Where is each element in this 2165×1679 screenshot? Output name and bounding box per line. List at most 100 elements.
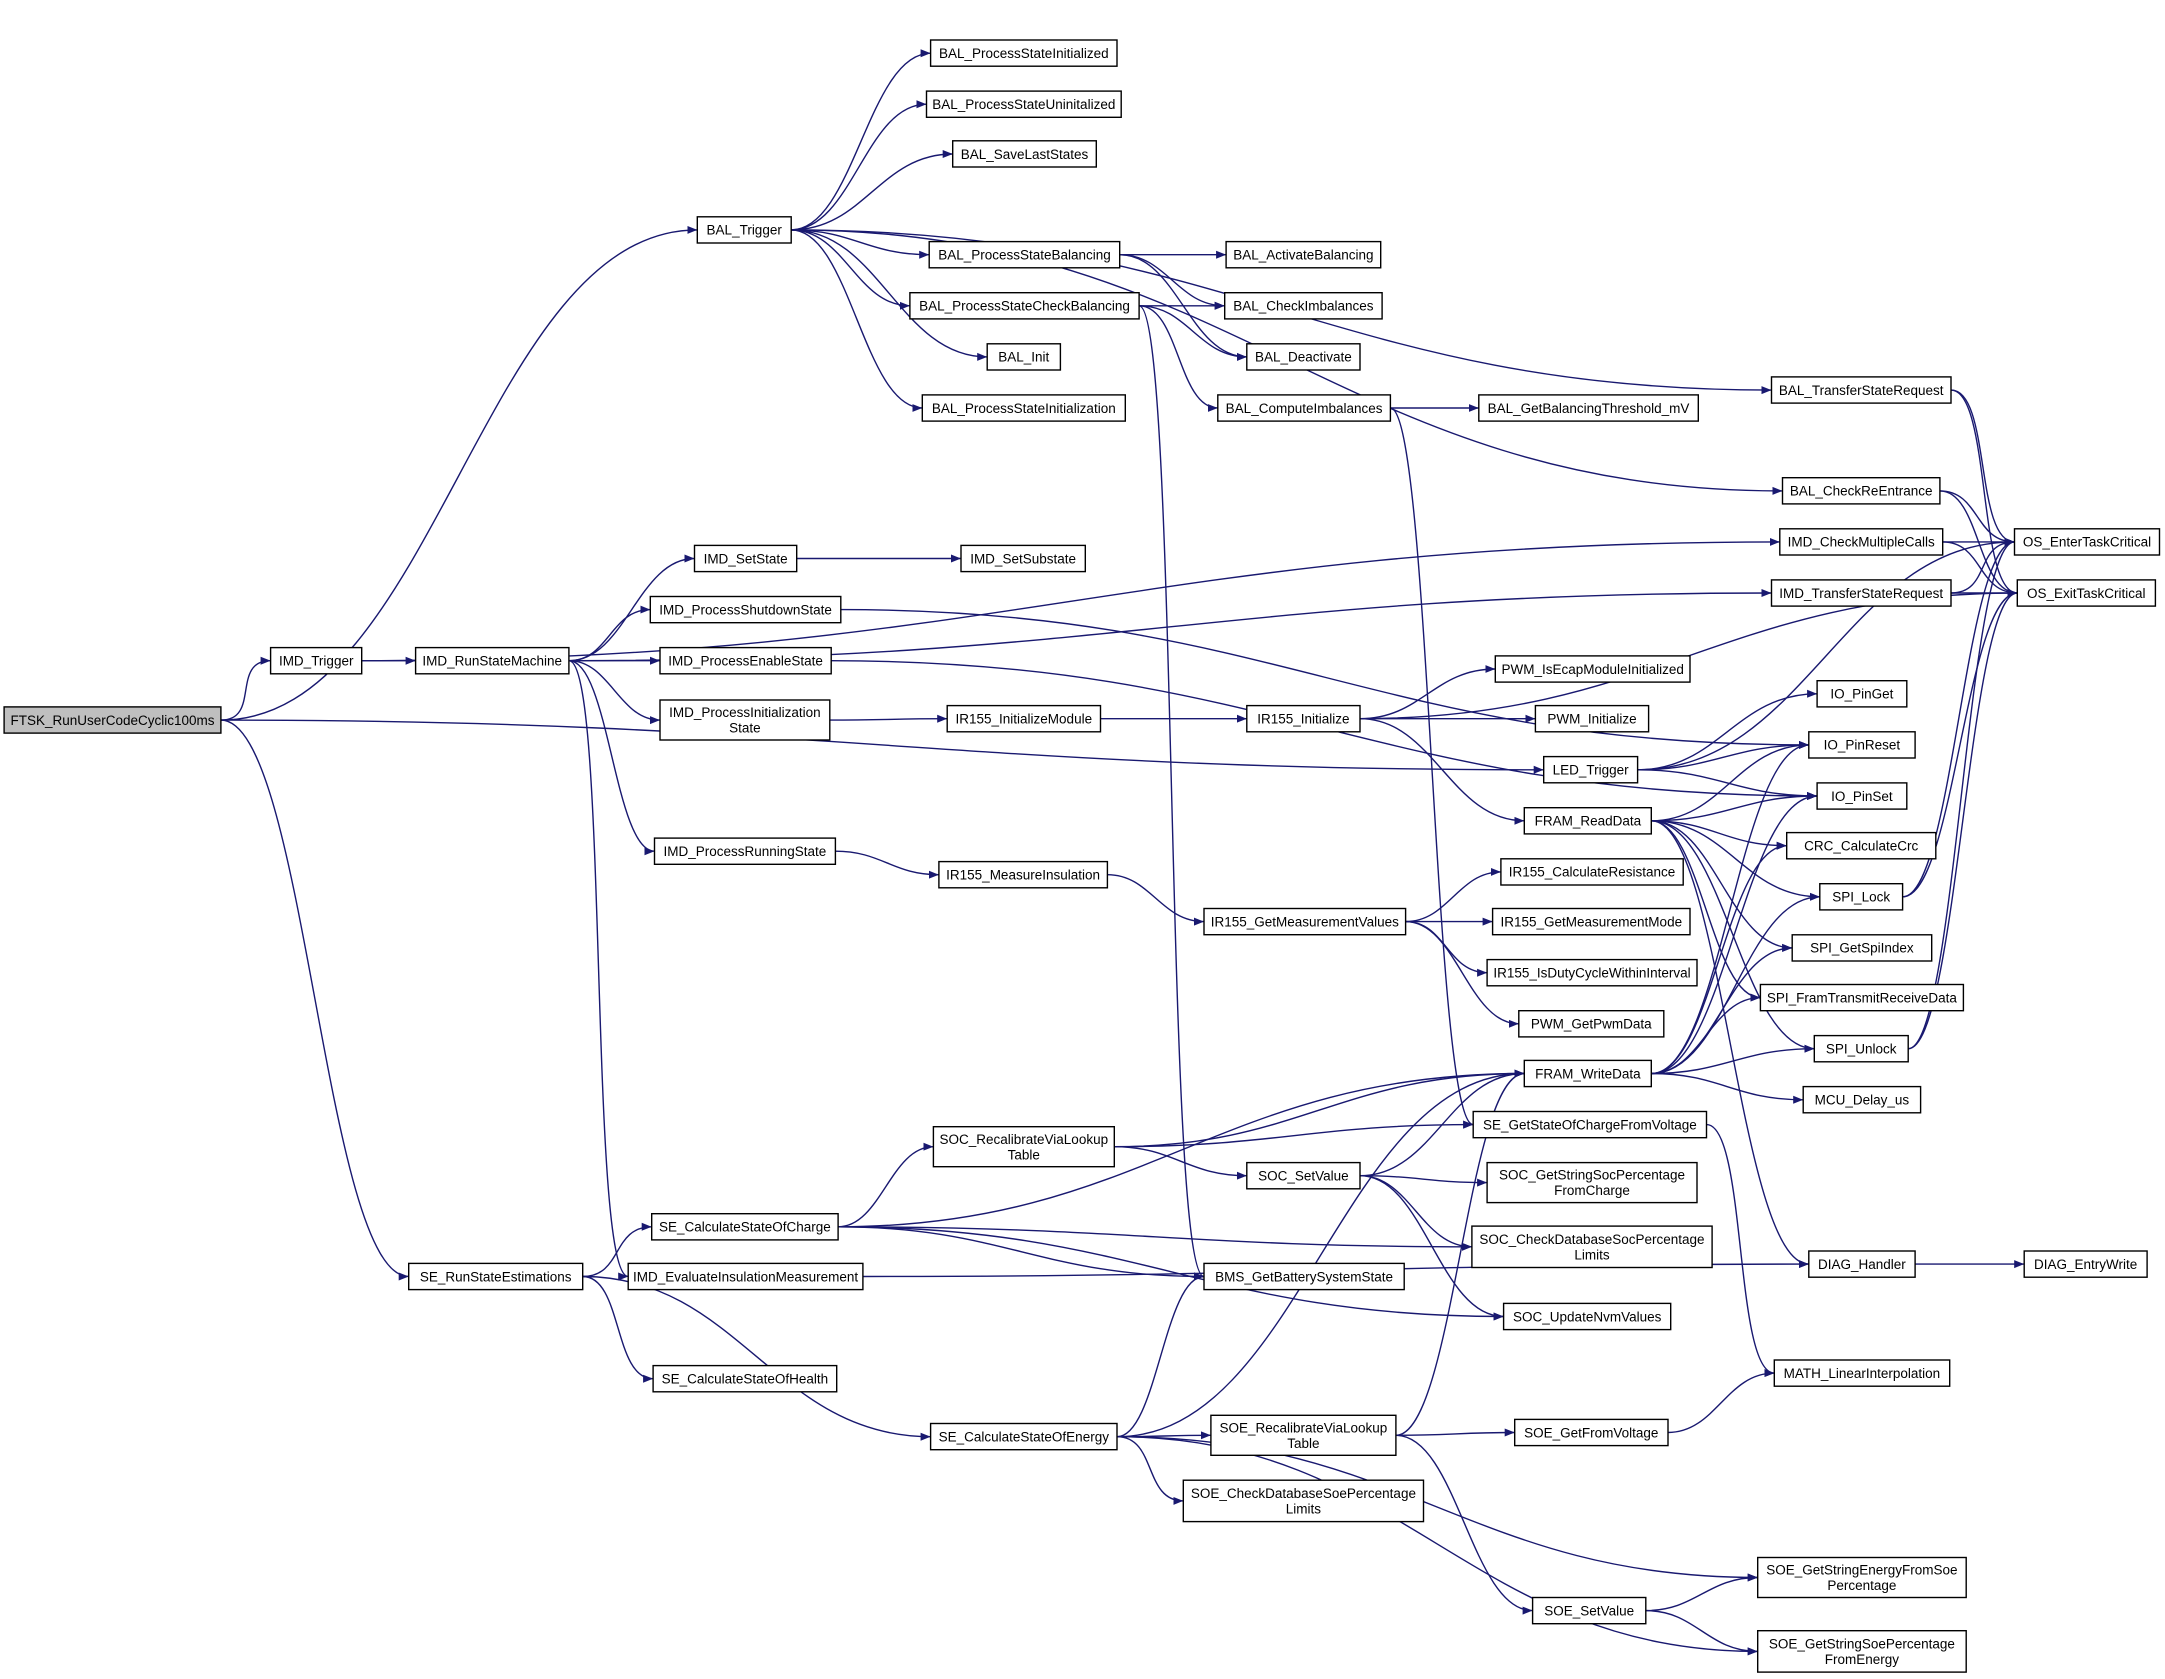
node-imd-process-running-state[interactable]: IMD_ProcessRunningState — [653, 837, 837, 865]
node-se-run-state-estimations[interactable]: SE_RunStateEstimations — [408, 1262, 584, 1291]
edge-se-calculate-state-of-charge-to-soc-update-nvm-values — [838, 1226, 1504, 1321]
edge-led-trigger-to-os-enter-task-critical — [1637, 537, 2015, 771]
node-box — [1779, 528, 1944, 556]
node-spi-unlock[interactable]: SPI_Unlock — [1813, 1034, 1909, 1063]
node-box — [952, 140, 1098, 168]
node-os-exit-task-critical[interactable]: OS_ExitTaskCritical — [2016, 579, 2157, 607]
node-ir155-initialize[interactable]: IR155_Initialize — [1246, 704, 1361, 733]
node-box — [1534, 704, 1650, 733]
node-imd-transfer-state-request[interactable]: IMD_TransferStateRequest — [1770, 579, 1952, 607]
node-spi-lock[interactable]: SPI_Lock — [1819, 883, 1904, 911]
node-box — [1531, 1596, 1647, 1625]
node-box — [1770, 579, 1952, 607]
node-label: SOE_SetValue — [1544, 1603, 1634, 1618]
node-io-pin-set[interactable]: IO_PinSet — [1816, 782, 1908, 810]
node-label: BAL_ProcessStateInitialized — [939, 46, 1109, 61]
node-ftsk-run-user-code-cyclic100ms[interactable]: FTSK_RunUserCodeCyclic100ms — [3, 706, 222, 734]
node-label: BAL_ProcessStateCheckBalancing — [919, 299, 1130, 314]
node-label: IR155_Initialize — [1257, 712, 1349, 727]
node-label: BAL_TransferStateRequest — [1779, 383, 1944, 398]
node-bal-activate-balancing[interactable]: BAL_ActivateBalancing — [1225, 240, 1382, 269]
node-label: SPI_FramTransmitReceiveData — [1767, 990, 1958, 1005]
node-imd-set-state[interactable]: IMD_SetState — [693, 544, 798, 573]
node-spi-fram-transmit-receive-data[interactable]: SPI_FramTransmitReceiveData — [1759, 983, 1965, 1012]
node-fram-read-data[interactable]: FRAM_ReadData — [1523, 807, 1653, 835]
node-imd-set-substate[interactable]: IMD_SetSubstate — [960, 544, 1087, 573]
node-math-linear-interpolation[interactable]: MATH_LinearInterpolation — [1773, 1359, 1951, 1387]
node-bal-deactivate[interactable]: BAL_Deactivate — [1246, 343, 1361, 371]
node-bal-process-state-initialization[interactable]: BAL_ProcessStateInitialization — [921, 394, 1126, 422]
node-bal-transfer-state-request[interactable]: BAL_TransferStateRequest — [1770, 376, 1952, 404]
node-pwm-get-pwm-data[interactable]: PWM_GetPwmData — [1518, 1010, 1665, 1038]
node-ir155-get-measurement-mode[interactable]: IR155_GetMeasurementMode — [1491, 907, 1691, 936]
node-crc-calculate-crc[interactable]: CRC_CalculateCrc — [1785, 831, 1937, 860]
node-label: Percentage — [1827, 1578, 1896, 1593]
node-box — [1756, 1556, 1967, 1599]
node-soe-set-value[interactable]: SOE_SetValue — [1531, 1596, 1647, 1625]
node-soe-get-from-voltage[interactable]: SOE_GetFromVoltage — [1513, 1418, 1669, 1447]
node-se-get-state-of-charge-from-voltage[interactable]: SE_GetStateOfChargeFromVoltage — [1472, 1110, 1708, 1139]
node-imd-trigger[interactable]: IMD_Trigger — [269, 646, 363, 675]
node-imd-evaluate-insulation-measurement[interactable]: IMD_EvaluateInsulationMeasurement — [627, 1262, 864, 1291]
node-imd-process-shutdown-state[interactable]: IMD_ProcessShutdownState — [649, 595, 842, 624]
node-imd-check-multiple-calls[interactable]: IMD_CheckMultipleCalls — [1779, 528, 1944, 556]
node-bal-check-imbalances[interactable]: BAL_CheckImbalances — [1223, 292, 1383, 320]
edge-imd-process-running-state-to-ir155-measure-insulation — [835, 850, 939, 879]
node-pwm-initialize[interactable]: PWM_Initialize — [1534, 704, 1650, 733]
node-se-calculate-state-of-charge[interactable]: SE_CalculateStateOfCharge — [651, 1212, 839, 1241]
node-imd-run-state-machine[interactable]: IMD_RunStateMachine — [414, 646, 570, 675]
edge-se-run-state-estimations-to-se-calculate-state-of-charge — [582, 1222, 652, 1278]
node-label: FRAM_WriteData — [1535, 1066, 1641, 1081]
node-bal-trigger[interactable]: BAL_Trigger — [696, 216, 792, 244]
node-bal-process-state-uninitalized[interactable]: BAL_ProcessStateUninitalized — [925, 90, 1122, 118]
node-mcu-delay-us[interactable]: MCU_Delay_us — [1802, 1085, 1922, 1114]
node-ir155-initialize-module[interactable]: IR155_InitializeModule — [946, 704, 1102, 733]
node-ir155-get-measurement-values[interactable]: IR155_GetMeasurementValues — [1203, 907, 1407, 936]
node-box — [659, 699, 831, 741]
edge-ftsk-run-user-code-cyclic100ms-to-led-trigger — [220, 719, 1544, 774]
node-box — [408, 1262, 584, 1291]
node-ir155-is-duty-cycle-within-interval[interactable]: IR155_IsDutyCycleWithinInterval — [1486, 958, 1698, 987]
node-box — [2023, 1250, 2148, 1278]
node-os-enter-task-critical[interactable]: OS_EnterTaskCritical — [2013, 528, 2161, 556]
node-se-calculate-state-of-health[interactable]: SE_CalculateStateOfHealth — [652, 1364, 838, 1393]
edge-bal-process-state-check-balancing-to-bms-get-battery-system-state — [1138, 305, 1205, 1281]
node-diag-entry-write[interactable]: DIAG_EntryWrite — [2023, 1250, 2148, 1278]
node-bal-compute-imbalances[interactable]: BAL_ComputeImbalances — [1217, 394, 1392, 422]
edge-soc-recalibrate-via-lookup-table-to-fram-write-data — [1114, 1069, 1525, 1148]
node-box — [921, 394, 1126, 422]
node-soc-update-nvm-values[interactable]: SOC_UpdateNvmValues — [1502, 1302, 1672, 1331]
node-io-pin-reset[interactable]: IO_PinReset — [1808, 731, 1916, 759]
node-bal-process-state-initialized[interactable]: BAL_ProcessStateInitialized — [929, 39, 1118, 67]
node-diag-handler[interactable]: DIAG_Handler — [1808, 1250, 1916, 1278]
node-imd-process-enable-state[interactable]: IMD_ProcessEnableState — [659, 646, 832, 675]
node-led-trigger[interactable]: LED_Trigger — [1542, 755, 1639, 784]
edge-se-calculate-state-of-energy-to-fram-write-data — [1116, 1069, 1525, 1438]
node-bal-init[interactable]: BAL_Init — [986, 343, 1062, 371]
node-bal-check-re-entrance[interactable]: BAL_CheckReEntrance — [1781, 477, 1941, 505]
node-ir155-calculate-resistance[interactable]: IR155_CalculateResistance — [1500, 858, 1684, 886]
node-fram-write-data[interactable]: FRAM_WriteData — [1523, 1059, 1653, 1088]
node-bal-process-state-balancing[interactable]: BAL_ProcessStateBalancing — [928, 240, 1121, 269]
node-bal-save-last-states[interactable]: BAL_SaveLastStates — [952, 140, 1098, 168]
edge-imd-run-state-machine-to-imd-evaluate-insulation-measurement — [568, 660, 629, 1281]
node-spi-get-spi-index[interactable]: SPI_GetSpiIndex — [1791, 934, 1933, 962]
node-pwm-is-ecap-module-initialized[interactable]: PWM_IsEcapModuleInitialized — [1494, 655, 1691, 683]
node-se-calculate-state-of-energy[interactable]: SE_CalculateStateOfEnergy — [929, 1422, 1118, 1451]
node-bms-get-battery-system-state[interactable]: BMS_GetBatterySystemState — [1203, 1262, 1405, 1291]
node-bal-process-state-check-balancing[interactable]: BAL_ProcessStateCheckBalancing — [909, 292, 1140, 320]
node-label: SE_CalculateStateOfEnergy — [939, 1430, 1110, 1445]
node-label: BMS_GetBatterySystemState — [1215, 1269, 1393, 1284]
node-io-pin-get[interactable]: IO_PinGet — [1816, 680, 1908, 708]
node-soc-set-value[interactable]: SOC_SetValue — [1246, 1161, 1361, 1190]
node-bal-get-balancing-threshold-m-v[interactable]: BAL_GetBalancingThreshold_mV — [1478, 394, 1700, 422]
node-ir155-measure-insulation[interactable]: IR155_MeasureInsulation — [938, 860, 1109, 889]
